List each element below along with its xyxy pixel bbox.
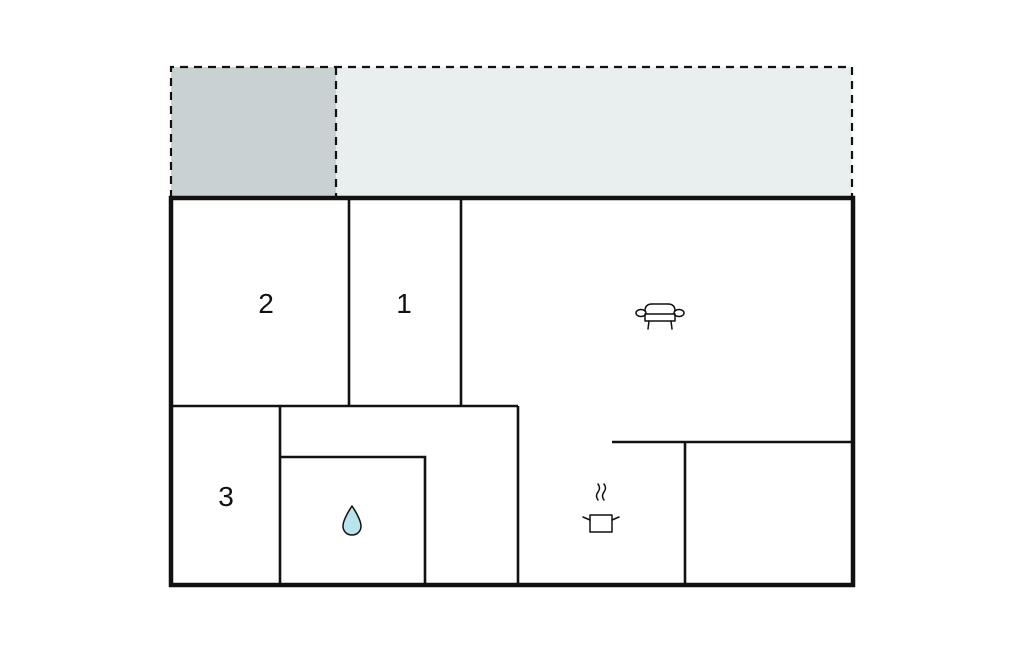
- room-label-1: 1: [396, 288, 412, 319]
- sofa-icon: [635, 303, 685, 330]
- water-drop-icon: [342, 505, 362, 536]
- terrace-open-area: [336, 67, 852, 198]
- room-label-3: 3: [218, 481, 234, 512]
- wall-bathroom: [280, 455, 427, 584]
- outer-walls: [168, 195, 856, 588]
- cooking-pot-icon: [582, 483, 620, 533]
- terrace-covered-area: [171, 67, 336, 198]
- interior-walls: [171, 198, 852, 584]
- terrace: [169, 65, 854, 198]
- room-label-2: 2: [258, 288, 274, 319]
